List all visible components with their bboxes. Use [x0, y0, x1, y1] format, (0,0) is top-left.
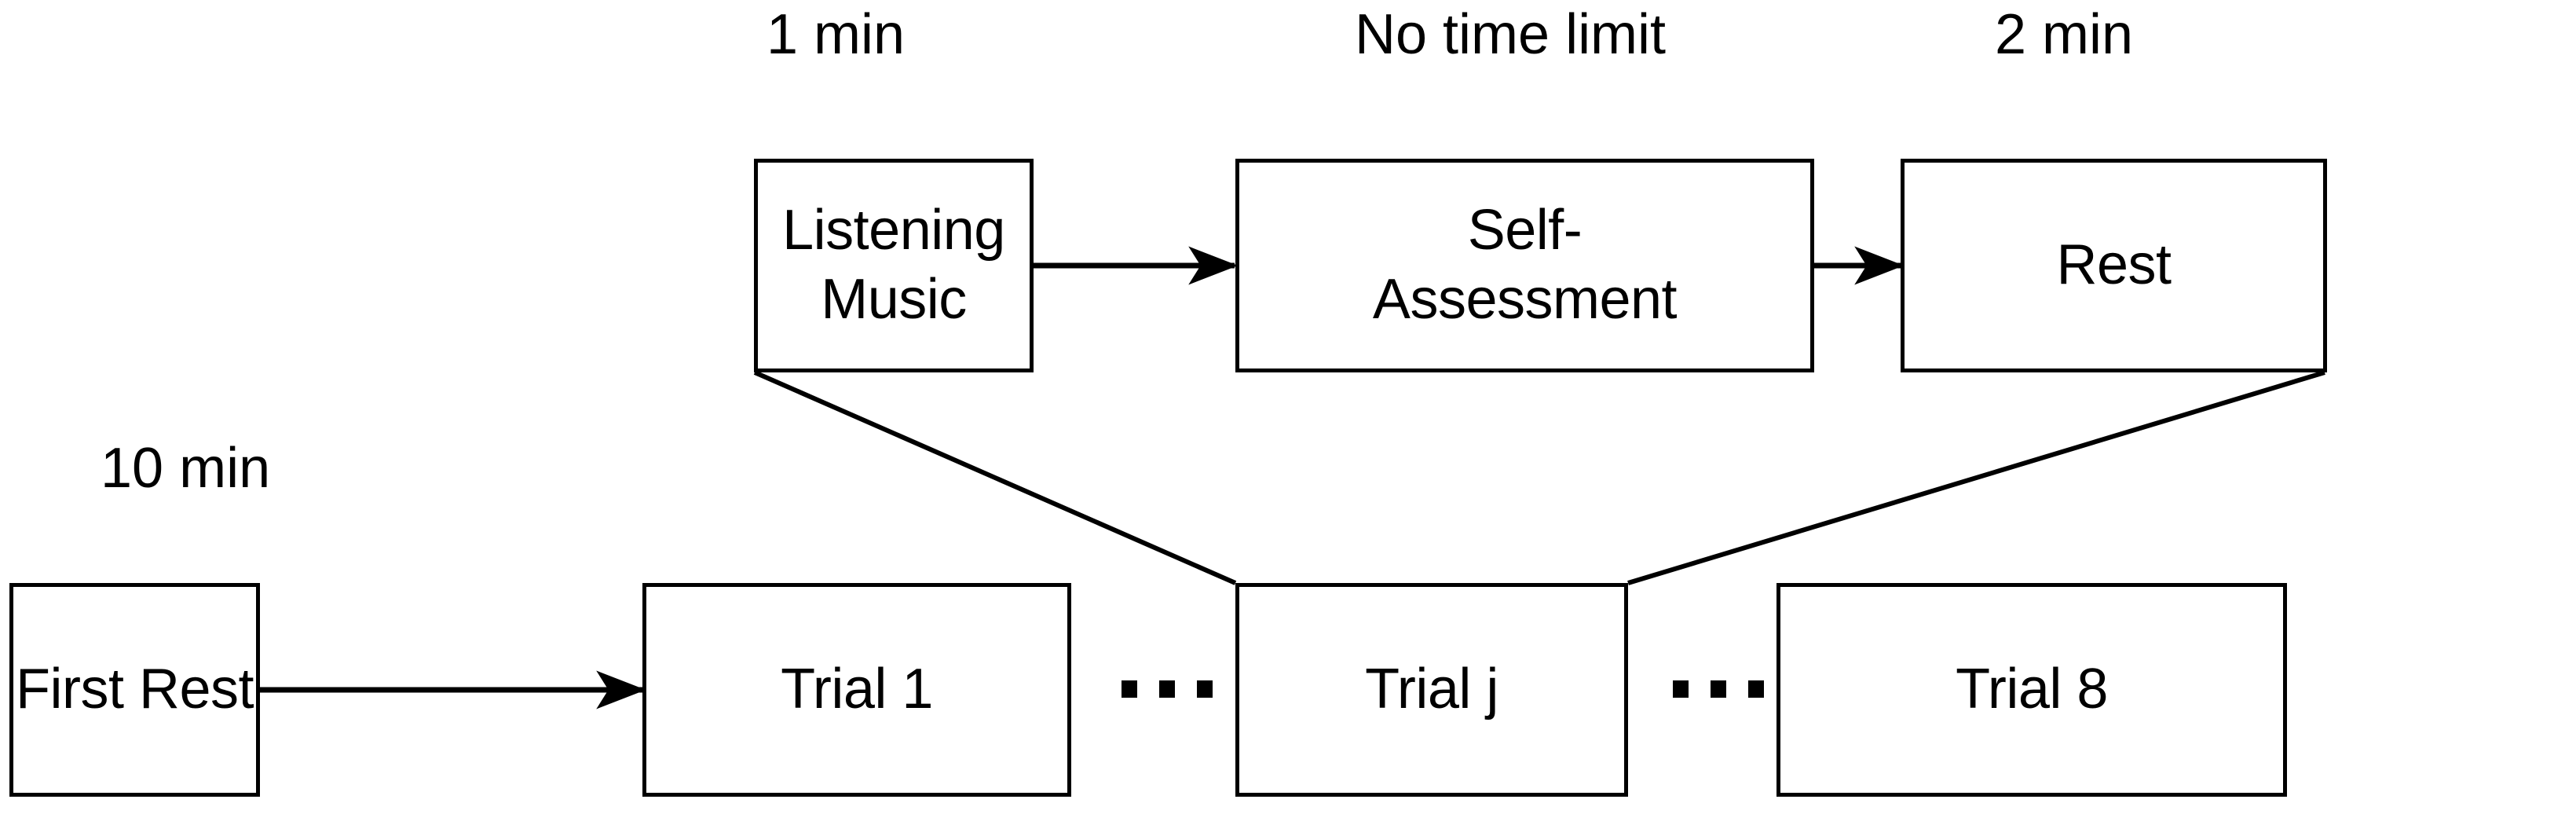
- ellipsis-dot: [1197, 680, 1213, 698]
- ellipsis-dot: [1159, 680, 1175, 698]
- node-listening-music-line1: Listening: [782, 199, 1005, 262]
- node-trial-8[interactable]: Trial 8: [1776, 583, 2287, 797]
- ellipsis-dot: [1122, 680, 1137, 698]
- node-listening-music-line2: Music: [821, 268, 967, 331]
- node-rest-line1: Rest: [2056, 233, 2172, 297]
- node-trial-1[interactable]: Trial 1: [642, 583, 1071, 797]
- ellipsis-dot: [1748, 680, 1764, 698]
- ellipsis-dot: [1673, 680, 1689, 698]
- expansion-line-left: [753, 370, 1237, 585]
- expansion-line-right: [1627, 370, 2325, 585]
- node-self-assessment-line2: Assessment: [1372, 268, 1678, 331]
- ellipsis-right: [1673, 680, 1764, 698]
- caption-rest-duration: 2 min: [1995, 3, 2134, 66]
- node-listening-music[interactable]: Listening Music: [754, 159, 1034, 372]
- node-trial-8-line1: Trial 8: [1956, 658, 2108, 721]
- ellipsis-left: [1122, 680, 1213, 698]
- node-first-rest[interactable]: First Rest: [9, 583, 260, 797]
- caption-listening-music-duration: 1 min: [767, 3, 906, 66]
- node-trial-j[interactable]: Trial j: [1235, 583, 1628, 797]
- node-trial-j-line1: Trial j: [1365, 658, 1498, 721]
- caption-first-rest-duration: 10 min: [101, 437, 271, 500]
- node-rest[interactable]: Rest: [1901, 159, 2327, 372]
- node-self-assessment-line1: Self-: [1467, 199, 1583, 262]
- node-first-rest-line1: First Rest: [15, 658, 254, 721]
- node-trial-1-line1: Trial 1: [781, 658, 933, 721]
- node-self-assessment[interactable]: Self- Assessment: [1235, 159, 1814, 372]
- caption-self-assessment-duration: No time limit: [1355, 3, 1667, 66]
- ellipsis-dot: [1711, 680, 1726, 698]
